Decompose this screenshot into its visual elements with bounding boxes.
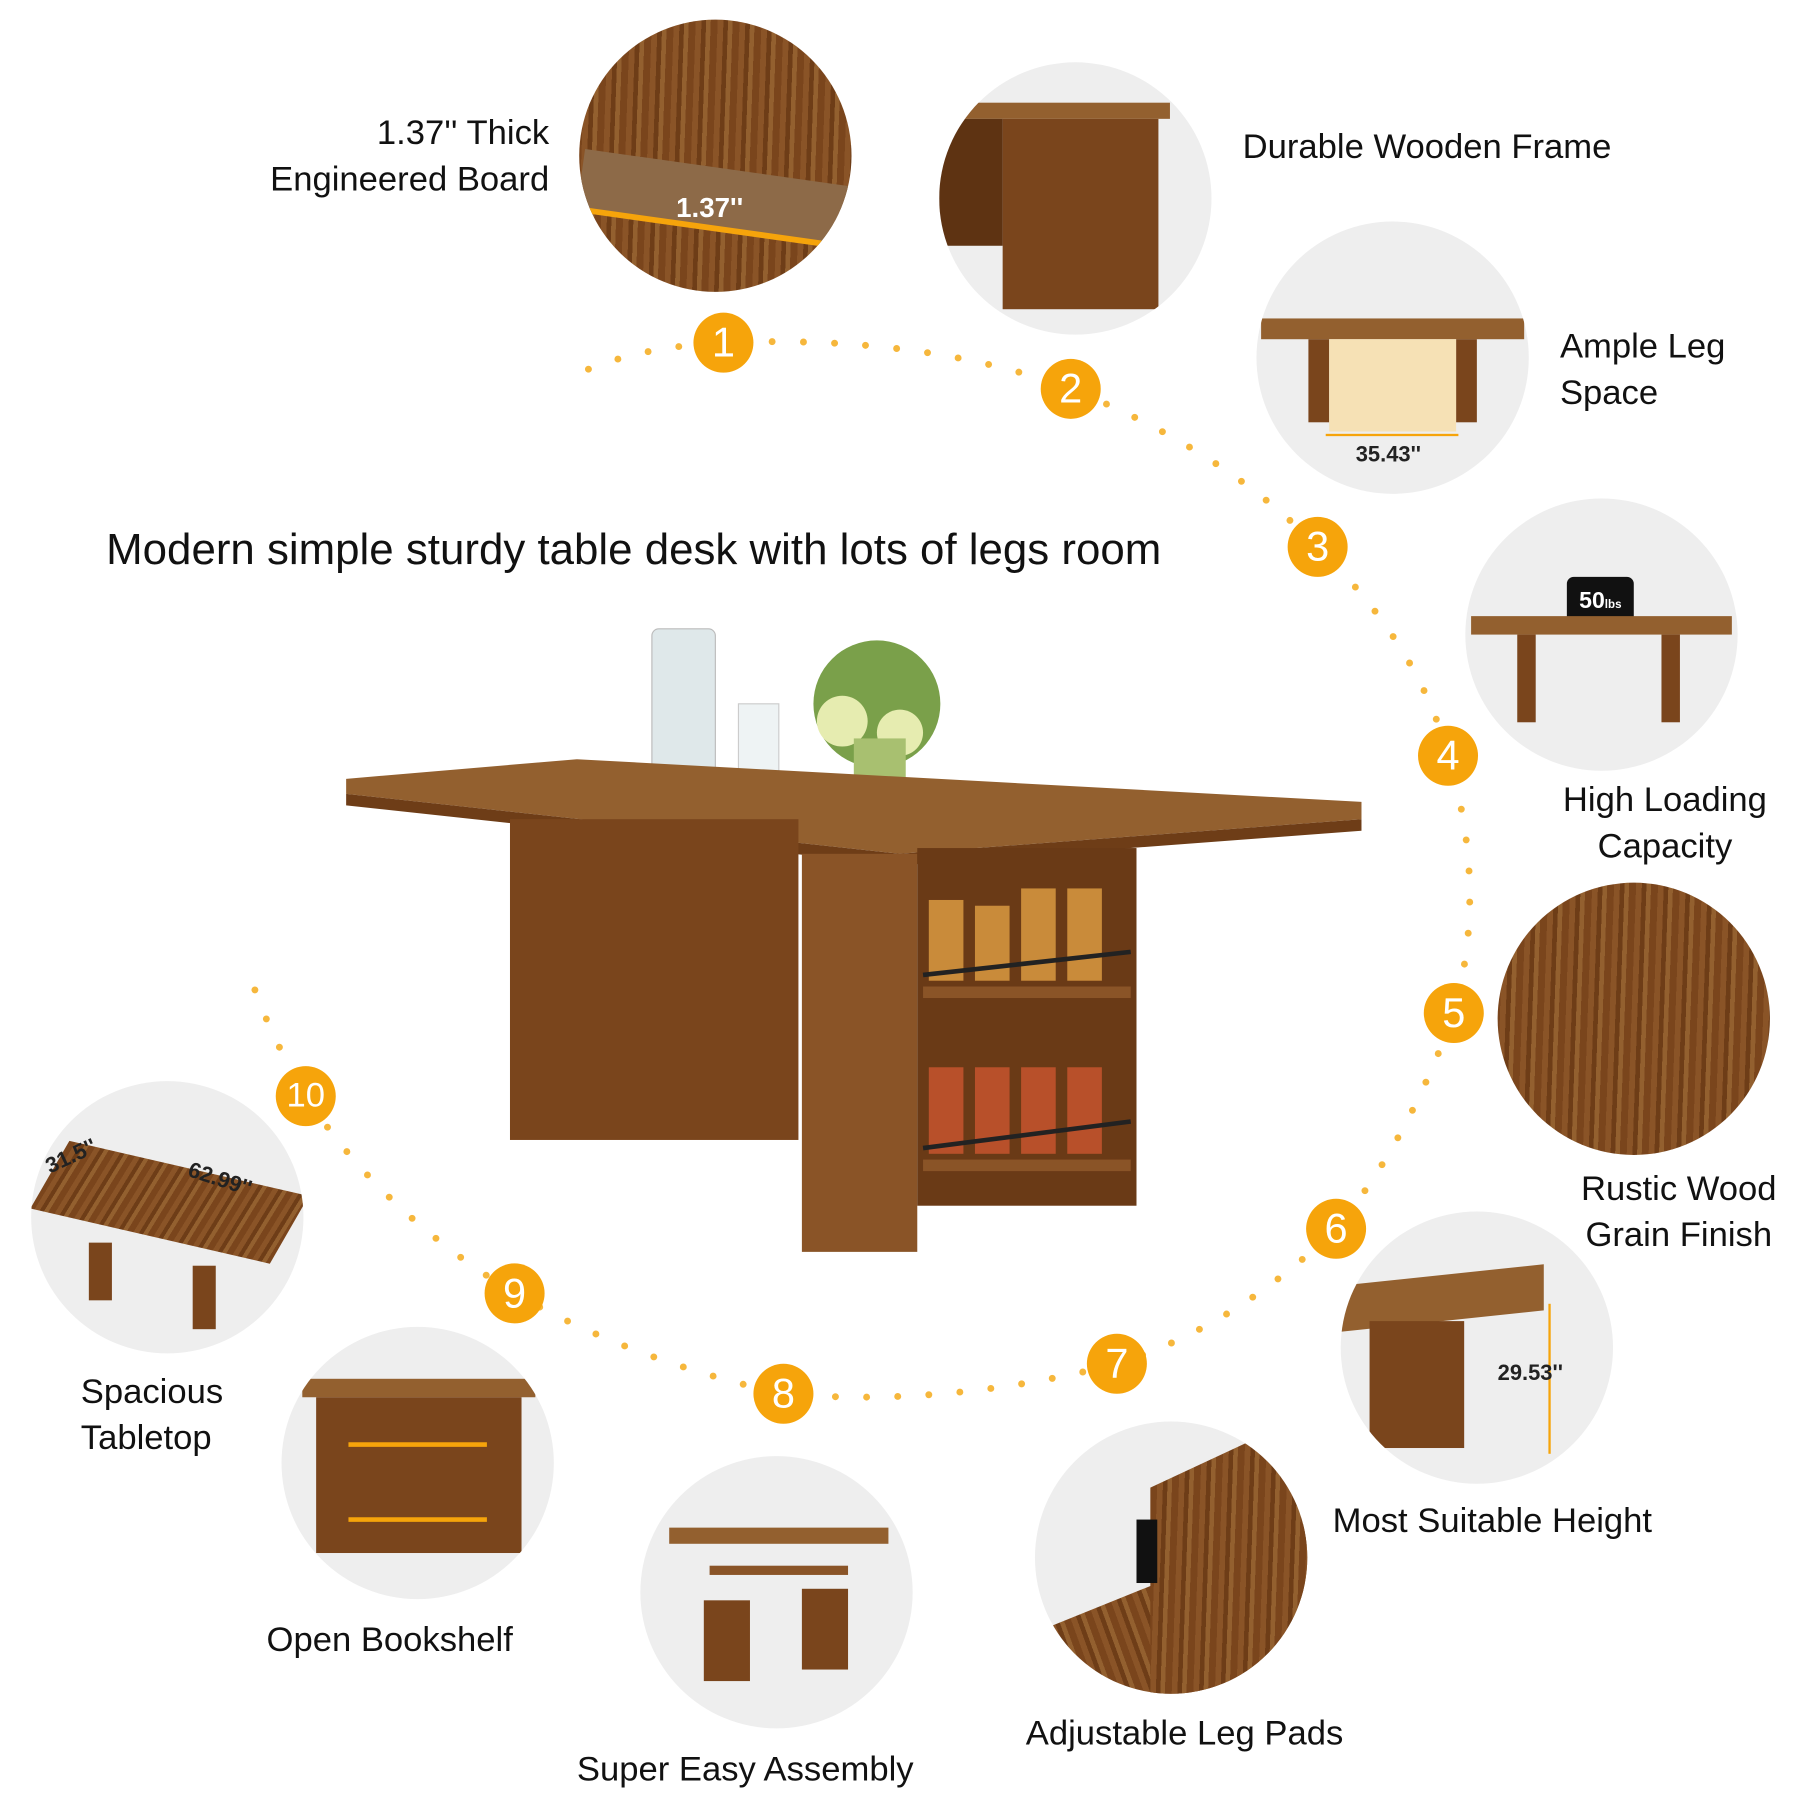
badge-1: 1 — [693, 312, 754, 373]
wood-grain-image — [1497, 882, 1770, 1155]
badge-7: 7 — [1086, 1333, 1147, 1394]
feature-label-6: Most Suitable Height — [1332, 1502, 1653, 1541]
leg-space-image: 35.43'' — [1256, 221, 1529, 494]
feature-label-8: Super Easy Assembly — [576, 1750, 914, 1789]
badge-5: 5 — [1423, 983, 1484, 1044]
thickness-dimension: 1.37'' — [676, 192, 744, 224]
badge-6: 6 — [1306, 1198, 1367, 1259]
feature-label-7: Adjustable Leg Pads — [1025, 1714, 1344, 1753]
assembly-image — [640, 1456, 913, 1729]
page-title: Modern simple sturdy table desk with lot… — [106, 526, 1162, 575]
feature-label-9: Open Bookshelf — [266, 1621, 513, 1660]
height-image: 29.53'' — [1340, 1211, 1614, 1484]
feature-label-2: Durable Wooden Frame — [1242, 128, 1612, 167]
leg-space-dimension: 35.43'' — [1355, 443, 1422, 468]
loading-capacity-image: 50lbs — [1465, 498, 1738, 771]
badge-4: 4 — [1418, 725, 1479, 786]
badge-3: 3 — [1287, 516, 1348, 577]
main-table-image — [346, 628, 1362, 1252]
badge-2: 2 — [1040, 358, 1101, 419]
badge-10: 10 — [275, 1066, 336, 1127]
leg-pads-image — [1034, 1421, 1308, 1694]
badge-9: 9 — [484, 1263, 545, 1324]
height-dimension: 29.53'' — [1497, 1361, 1563, 1386]
tabletop-image: 31.5'' 62.99'' — [31, 1081, 304, 1354]
bookshelf-image — [281, 1326, 554, 1600]
wooden-frame-image — [939, 62, 1212, 335]
engineered-board-image: 1.37'' — [579, 19, 852, 292]
badge-8: 8 — [753, 1363, 814, 1424]
